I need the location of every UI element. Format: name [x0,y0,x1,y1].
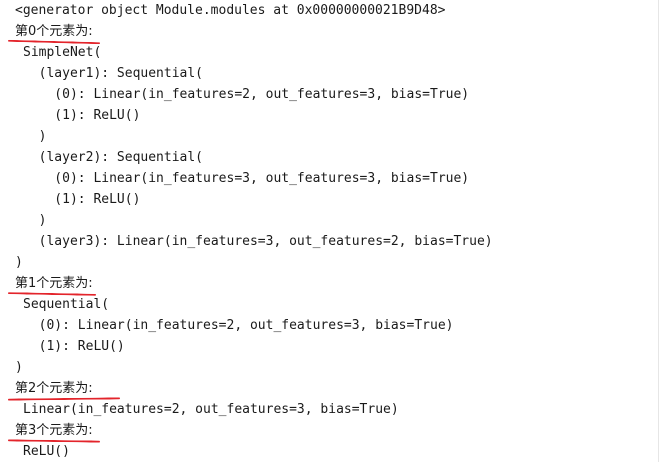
item-0-line: (0): Linear(in_features=2, out_features=… [23,87,470,102]
item-0-line: ) [23,129,47,144]
item-1-line: Sequential( [23,297,110,312]
item-0-line: (layer2): Sequential( [23,150,204,165]
item-0-line: ) [15,255,23,270]
generator-repr-line: <generator object Module.modules at 0x00… [15,3,446,18]
item-3-heading: 第3个元素为: [15,423,93,438]
item-1-line: ) [15,360,23,375]
item-1-line: (1): ReLU() [23,339,125,354]
item-0-line: (0): Linear(in_features=3, out_features=… [23,171,470,186]
item-0-line: (layer3): Linear(in_features=3, out_feat… [23,234,493,249]
item-0-line: ) [23,213,47,228]
item-0-line: SimpleNet( [23,45,102,60]
item-3-line: ReLU() [23,444,70,459]
item-2-heading: 第2个元素为: [15,381,93,396]
item-2-line: Linear(in_features=2, out_features=3, bi… [23,402,399,417]
item-1-line: (0): Linear(in_features=2, out_features=… [23,318,454,333]
item-0-line: (1): ReLU() [23,192,141,207]
item-0-heading: 第0个元素为: [15,24,93,39]
item-1-heading: 第1个元素为: [15,276,93,291]
item-0-line: (1): ReLU() [23,108,141,123]
item-0-line: (layer1): Sequential( [23,66,204,81]
